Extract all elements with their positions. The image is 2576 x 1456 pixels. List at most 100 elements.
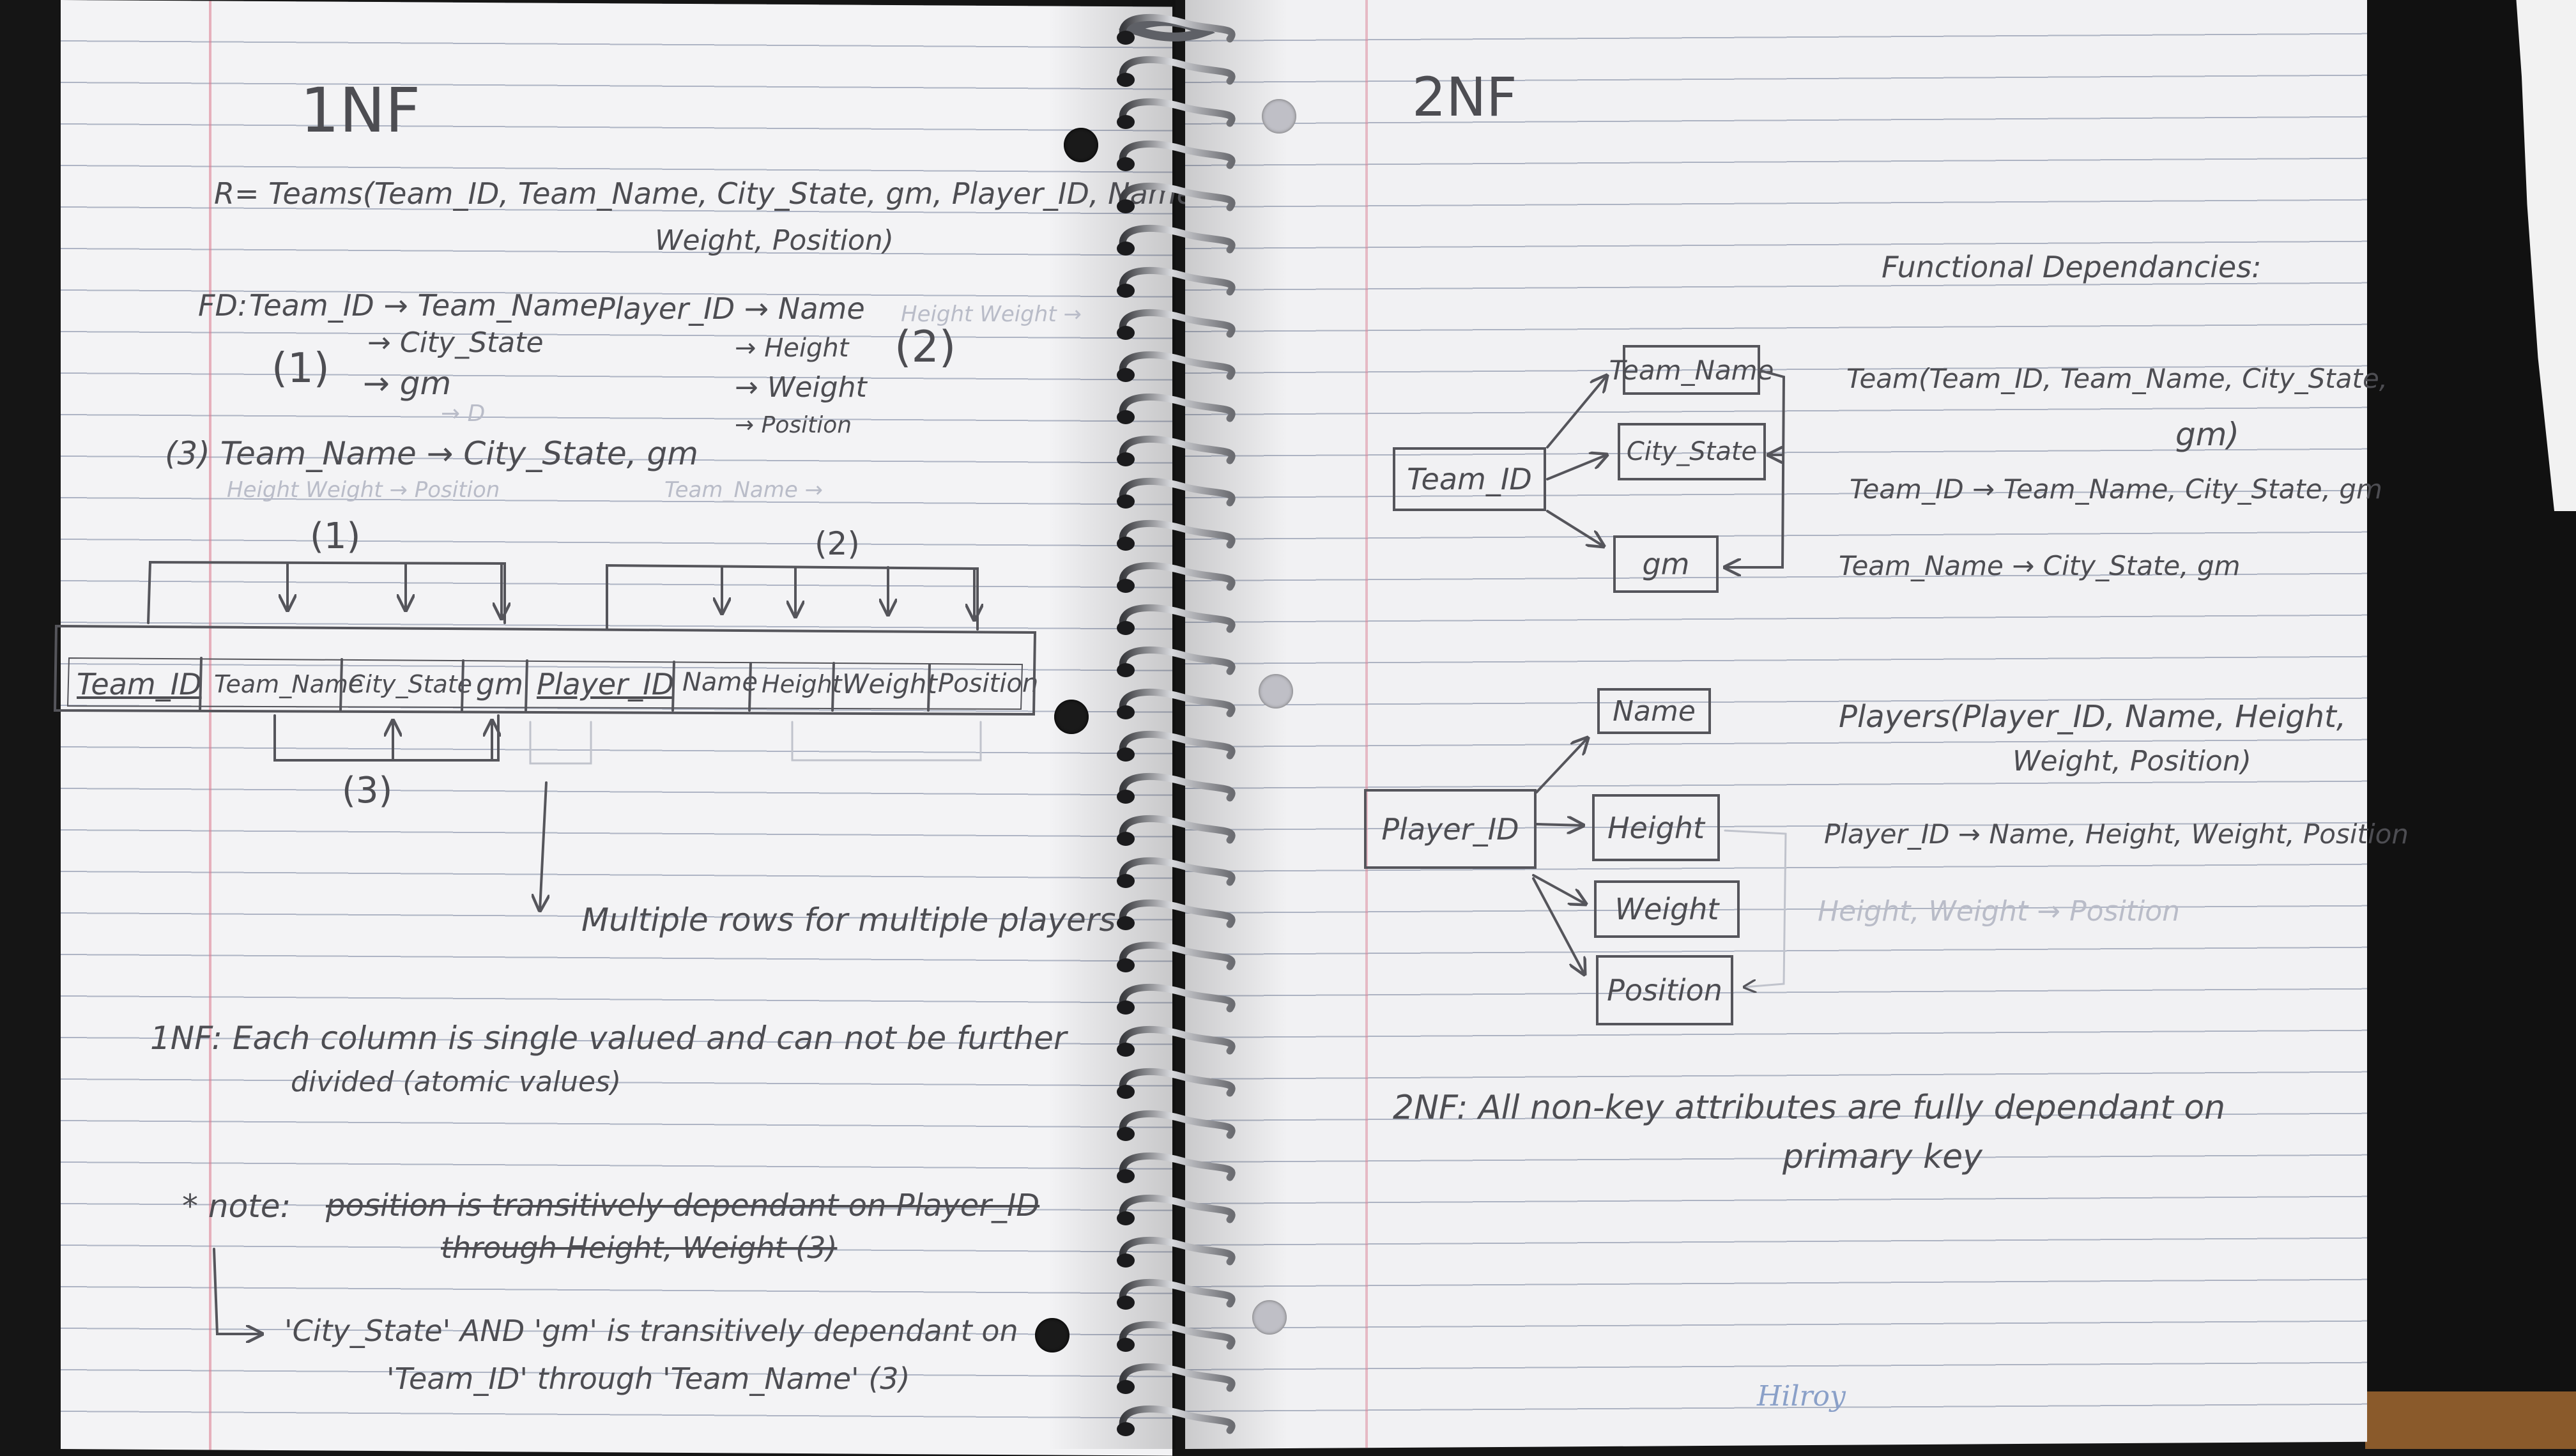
player-id-box: Player_ID — [1364, 789, 1537, 869]
spiral-coil — [1119, 772, 1236, 802]
faint-erased-text-a: Height Weight → — [901, 302, 1082, 327]
coil-hole — [1117, 410, 1135, 424]
2nf-definition-line-1: 2NF: All non-key attributes are fully de… — [1393, 1089, 2226, 1127]
table-group-label-1: (1) — [310, 516, 361, 557]
coil-hole — [1117, 326, 1135, 340]
faint-erased-text-c: Height Weight → Position — [227, 477, 500, 503]
functional-dependencies-heading: Functional Dependancies: — [1882, 250, 2262, 284]
table-column-team-id: Team_ID — [77, 667, 202, 701]
height-box: Height — [1592, 794, 1720, 861]
spiral-coil — [1119, 1194, 1236, 1223]
coil-hole — [1117, 1253, 1135, 1268]
transitive-note-line-2: 'Team_ID' through 'Team_Name' (3) — [387, 1361, 910, 1396]
fd2-line-c: → Weight — [735, 371, 867, 404]
spiral-coil — [1119, 435, 1236, 464]
spiral-coil — [1119, 815, 1236, 844]
spiral-coil — [1119, 1236, 1236, 1266]
team-fd-line-2: Team_Name → City_State, gm — [1839, 550, 2241, 581]
fd1-line-b: → City_State — [367, 326, 544, 359]
faint-erased-text-b: → D — [441, 401, 486, 427]
spiral-coil — [1119, 140, 1236, 169]
coil-hole — [1117, 157, 1135, 171]
spiral-coils — [1117, 13, 1236, 1436]
2nf-definition-line-2: primary key — [1782, 1138, 1982, 1176]
transitive-note-line-1: 'City_State' AND 'gm' is transitively de… — [284, 1314, 1018, 1348]
binder-hole — [1252, 1300, 1287, 1335]
note-struck-line-2: through Height, Weight (3) — [441, 1230, 838, 1265]
spiral-coil — [1119, 266, 1236, 296]
spiral-coil — [1119, 857, 1236, 886]
1nf-definition-line-1: 1NF: Each column is single valued and ca… — [150, 1020, 1067, 1057]
note-arrow — [213, 1248, 262, 1334]
note-struck-line-1: position is transitively dependant on Pl… — [326, 1188, 1040, 1223]
spiral-coil — [1119, 1110, 1236, 1139]
transitive-loop — [1725, 369, 1786, 567]
coil-hole — [1117, 199, 1135, 213]
spiral-coil — [1119, 730, 1236, 760]
coil-hole — [1117, 663, 1135, 677]
coil-hole — [1117, 916, 1135, 930]
spiral-coil — [1119, 983, 1236, 1013]
coil-hole — [1117, 368, 1135, 382]
spiral-coil — [1119, 519, 1236, 549]
gm-box: gm — [1613, 535, 1719, 593]
table-column-gm: gm — [476, 667, 524, 701]
players-fd-line: Player_ID → Name, Height, Weight, Positi… — [1824, 818, 2409, 850]
table-group-label-3: (3) — [342, 770, 393, 811]
fd-label: FD: — [198, 288, 248, 323]
coil-hole — [1117, 747, 1135, 762]
coil-hole — [1117, 1296, 1135, 1310]
binder-hole — [1064, 128, 1098, 162]
fd2-line-b: → Height — [735, 333, 849, 363]
spiral-coil — [1119, 56, 1236, 85]
fd3-line: (3) Team_Name → City_State, gm — [165, 435, 698, 472]
coil-hole — [1117, 958, 1135, 972]
coil-hole — [1117, 705, 1135, 719]
coil-hole — [1117, 31, 1135, 45]
bracket-group-2 — [606, 563, 979, 631]
binder-hole — [1035, 1318, 1070, 1353]
coil-hole — [1117, 452, 1135, 466]
right-page-title: 2NF — [1412, 66, 1517, 128]
coil-hole — [1117, 1422, 1135, 1436]
coil-hole — [1117, 284, 1135, 298]
coil-hole — [1117, 1380, 1135, 1394]
multiple-rows-note: Multiple rows for multiple players — [581, 901, 1116, 939]
coil-hole — [1117, 832, 1135, 846]
wooden-table-edge — [2365, 1391, 2576, 1449]
team-relation-line-2: gm) — [2175, 416, 2239, 453]
coil-hole — [1117, 790, 1135, 804]
coil-hole — [1117, 621, 1135, 635]
spiral-coil — [1119, 309, 1236, 338]
table-column-name: Name — [682, 668, 758, 697]
spiral-coil — [1119, 1278, 1236, 1308]
coil-hole — [1117, 1127, 1135, 1141]
fd1-line-c: → gm — [363, 365, 452, 402]
binder-hole — [1259, 674, 1293, 709]
fd2-line-a: Player_ID → Name — [597, 291, 865, 326]
spiral-coil — [1119, 182, 1236, 211]
spiral-coil — [1119, 562, 1236, 591]
note-prefix: * note: — [182, 1188, 291, 1225]
name-box: Name — [1597, 688, 1711, 734]
binder-hole — [1262, 99, 1296, 134]
table-inner-border — [66, 657, 1023, 710]
coil-hole — [1117, 73, 1135, 87]
coil-hole — [1117, 1211, 1135, 1225]
coil-hole — [1117, 1169, 1135, 1183]
fd2-number: (2) — [894, 322, 956, 372]
position-box: Position — [1596, 955, 1733, 1025]
coil-hole — [1117, 1043, 1135, 1057]
coil-hole — [1117, 1085, 1135, 1099]
spiral-coil — [1119, 98, 1236, 127]
spiral-coil — [1119, 1025, 1236, 1055]
coil-hole — [1117, 874, 1135, 888]
team-id-box: Team_ID — [1393, 447, 1546, 511]
coil-hole — [1117, 1338, 1135, 1352]
bracket-group-1 — [147, 560, 506, 624]
weight-box: Weight — [1594, 880, 1740, 938]
table-border — [53, 624, 1037, 716]
spiral-coil — [1119, 393, 1236, 422]
spiral-coil — [1119, 646, 1236, 675]
